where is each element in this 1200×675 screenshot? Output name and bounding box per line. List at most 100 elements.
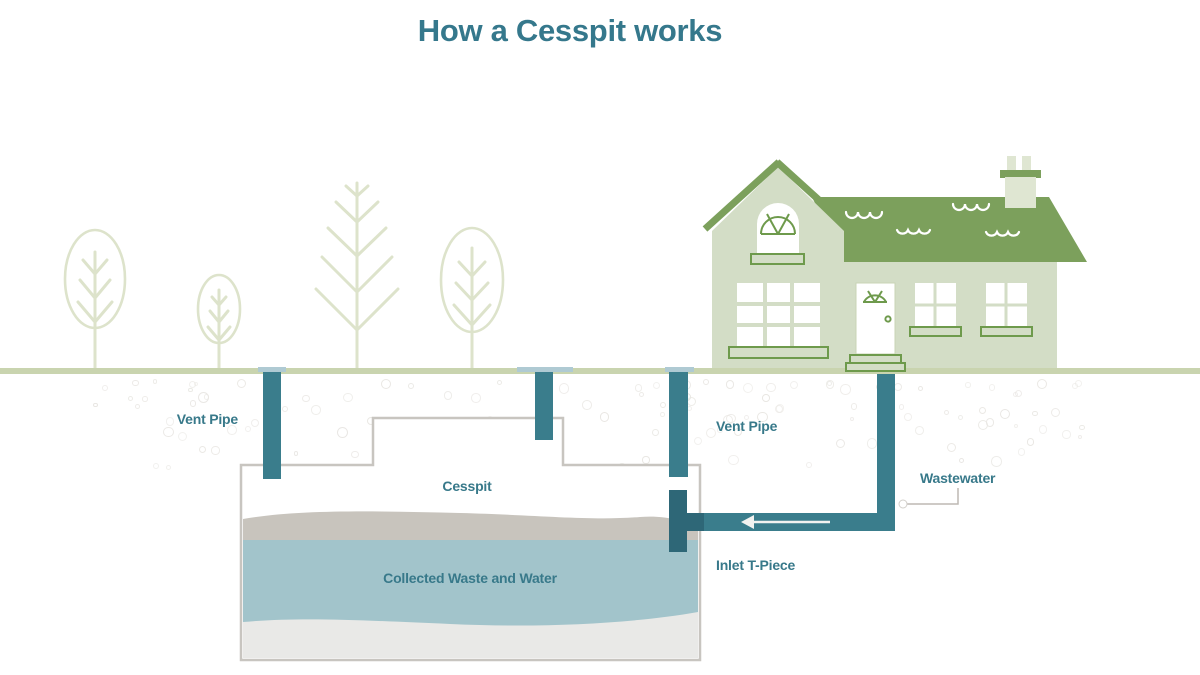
arched-window: [757, 203, 799, 253]
wastewater-pipe-vertical: [877, 374, 895, 531]
soil-dot: [726, 380, 735, 389]
soil-dot: [805, 461, 812, 468]
roof-tile-wave: [951, 202, 991, 212]
scum-layer: [243, 511, 698, 540]
soil-dot: [1026, 438, 1035, 446]
soil-dot: [825, 380, 835, 389]
soil-dot: [762, 394, 770, 402]
soil-dot: [152, 463, 160, 470]
soil-dot: [163, 426, 174, 437]
soil-dot: [226, 425, 237, 435]
soil-dot: [178, 432, 188, 442]
label-cesspit: Cesspit: [442, 478, 492, 494]
soil-dot: [766, 382, 777, 393]
soil-dot: [789, 381, 798, 390]
inlet-t-piece-junction: [669, 513, 704, 531]
soil-dot: [943, 410, 949, 415]
window-sill: [909, 326, 962, 337]
door-step: [845, 362, 906, 372]
soil-dot: [706, 428, 717, 439]
tree-icon: [314, 181, 400, 374]
soil-dot: [915, 425, 925, 435]
access-cover: [517, 367, 573, 372]
soil-dot: [189, 400, 196, 407]
soil-dot: [244, 425, 251, 432]
soil-dot: [743, 382, 754, 393]
label-collected-waste: Collected Waste and Water: [383, 570, 557, 586]
gable-roof-trim: [774, 159, 855, 233]
soil-dot: [250, 418, 259, 427]
soil-dot: [642, 456, 650, 464]
soil-dot: [989, 384, 996, 391]
soil-dot: [336, 427, 348, 439]
soil-dot: [407, 382, 414, 389]
soil-dot: [1079, 424, 1085, 430]
window-sill: [980, 326, 1033, 337]
soil-dot: [703, 379, 710, 385]
large-window: [737, 283, 820, 346]
vent-cap: [258, 367, 286, 372]
soil-dot: [197, 391, 209, 403]
soil-dot: [1032, 411, 1038, 417]
soil-dot: [496, 379, 503, 386]
soil-dot: [991, 456, 1002, 467]
soil-dot: [717, 427, 723, 433]
soil-dot: [351, 450, 360, 459]
flow-arrow-icon: [741, 515, 754, 529]
label-vent-pipe-right: Vent Pipe: [716, 418, 778, 434]
soil-dot: [599, 412, 610, 422]
soil-dot: [281, 405, 288, 412]
soil-dot: [1000, 409, 1011, 420]
soil-dot: [101, 384, 109, 392]
soil-dot: [1017, 448, 1026, 457]
soil-dot: [757, 412, 768, 423]
soil-dot: [965, 382, 971, 388]
soil-dot: [728, 454, 739, 465]
chimney-stack: [1007, 156, 1016, 172]
soil-dot: [660, 411, 665, 417]
soil-dot: [1072, 383, 1079, 390]
soil-dot: [866, 438, 878, 449]
door-step: [849, 354, 902, 364]
vent-pipe-left: [263, 372, 281, 479]
soil-dot: [840, 384, 851, 395]
pipework: [258, 367, 895, 552]
soil-dot: [302, 394, 310, 403]
soil-dot: [904, 413, 913, 421]
chimney-cap: [1000, 170, 1041, 178]
main-roof: [812, 197, 1087, 262]
soil-dot: [211, 446, 220, 455]
chimney-body: [1005, 177, 1036, 208]
roof-tile-wave: [895, 227, 932, 235]
soil-dot: [165, 464, 172, 471]
soil-dot: [1077, 435, 1082, 440]
soil-dot: [946, 442, 957, 453]
soil-dot: [443, 391, 452, 400]
window-mullions: [737, 283, 820, 346]
leader-dot: [898, 499, 908, 509]
tank-outline: [239, 416, 702, 662]
water-layer: [243, 540, 698, 626]
soil-dot: [380, 379, 391, 390]
tree-icon: [439, 226, 505, 374]
chimney-stack: [1022, 156, 1031, 172]
soil-dot: [985, 418, 995, 427]
label-wastewater: Wastewater: [920, 470, 996, 486]
soil-dot: [1050, 407, 1061, 417]
soil-dot: [733, 427, 742, 436]
soil-dot: [165, 417, 175, 426]
soil-dot: [194, 381, 199, 386]
window-mullions: [915, 283, 956, 326]
soil-dot: [652, 429, 660, 436]
window-sill: [750, 253, 805, 265]
leader-line: [906, 488, 959, 505]
soil-dot: [634, 384, 643, 392]
tree-icon: [63, 228, 127, 374]
soil-dot: [135, 403, 141, 409]
vent-pipe-middle: [535, 372, 553, 440]
soil-dot: [660, 402, 667, 409]
roof-tile-wave: [844, 210, 884, 220]
house-illustration: [702, 156, 1087, 372]
soil-dot: [1014, 424, 1019, 429]
